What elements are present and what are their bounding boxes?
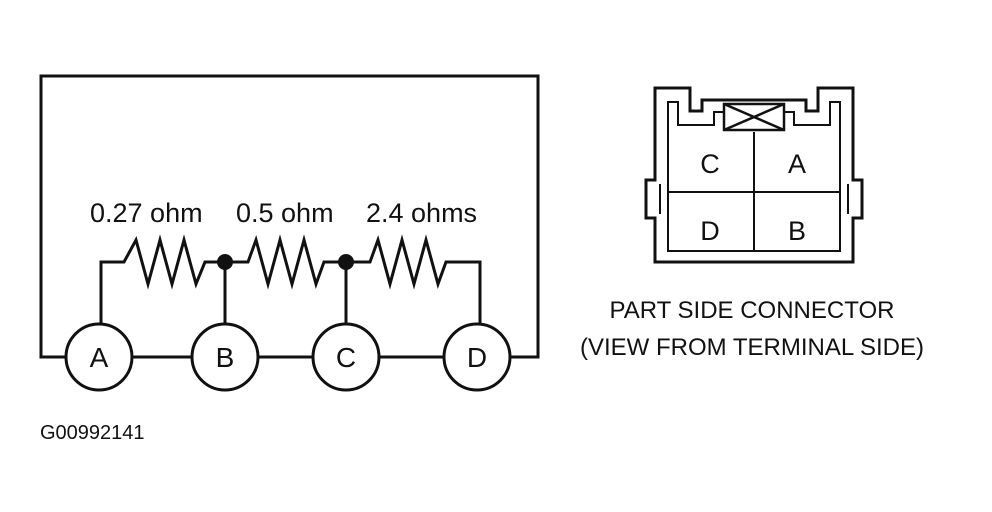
connector-housing bbox=[644, 86, 864, 264]
cavity-label-b: B bbox=[788, 216, 806, 246]
terminal-c: C bbox=[311, 322, 381, 392]
resistor-label-1: 0.27 ohm bbox=[90, 198, 203, 228]
connector-inner-wall bbox=[667, 101, 841, 252]
terminal-b: B bbox=[190, 322, 260, 392]
terminal-d-label: D bbox=[467, 342, 487, 373]
lock-tab-icon bbox=[722, 102, 786, 132]
resistor-network-wire bbox=[99, 234, 482, 324]
cavity-label-a: A bbox=[788, 149, 806, 179]
figure-id: G00992141 bbox=[40, 422, 145, 444]
resistor-label-2: 0.5 ohm bbox=[236, 198, 334, 228]
terminal-c-label: C bbox=[336, 342, 356, 373]
terminal-d: D bbox=[442, 322, 512, 392]
terminal-a: A bbox=[64, 322, 134, 392]
cavity-label-d: D bbox=[700, 216, 720, 246]
junction-dot-c bbox=[338, 254, 354, 270]
connector-caption-line1: PART SIDE CONNECTOR bbox=[610, 297, 895, 324]
outer-loop-wire bbox=[39, 74, 540, 359]
junction-dot-b bbox=[217, 254, 233, 270]
terminal-b-label: B bbox=[216, 342, 235, 373]
resistor-label-3: 2.4 ohms bbox=[366, 198, 477, 228]
part-side-connector: C A D B PART SIDE CONNECTOR (VIEW FROM T… bbox=[580, 86, 924, 361]
connector-caption-line2: (VIEW FROM TERMINAL SIDE) bbox=[580, 334, 924, 361]
terminal-a-label: A bbox=[90, 342, 109, 373]
cavity-label-c: C bbox=[700, 149, 720, 179]
resistor-schematic: 0.27 ohm 0.5 ohm 2.4 ohms A B C D bbox=[39, 74, 540, 392]
